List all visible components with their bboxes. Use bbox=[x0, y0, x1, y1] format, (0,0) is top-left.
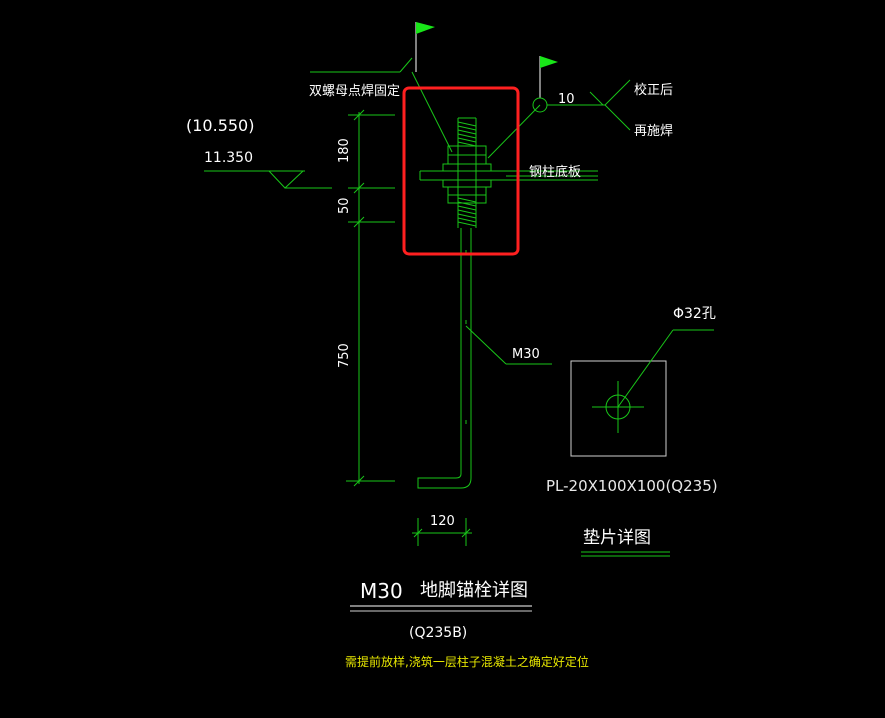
main-title-underline bbox=[350, 605, 532, 612]
main-title-text: 地脚锚栓详图 bbox=[420, 580, 528, 601]
flag-icon bbox=[415, 22, 435, 72]
bolt-spec-leader bbox=[465, 325, 552, 365]
base-plate-label: 钢柱底板 bbox=[529, 164, 581, 180]
hole-spec-label: Φ32孔 bbox=[673, 306, 716, 322]
bolt-spec-label: M30 bbox=[512, 347, 540, 362]
flag-icon bbox=[539, 56, 558, 98]
material-label: (Q235B) bbox=[409, 625, 467, 641]
elevation-symbol bbox=[204, 170, 332, 189]
then-weld-label: 再施焊 bbox=[634, 123, 673, 139]
washer-plate bbox=[570, 360, 667, 457]
washer-detail-title: 垫片详图 bbox=[583, 528, 651, 548]
dimension-50: 50 bbox=[337, 197, 352, 214]
vertical-dimension bbox=[346, 109, 395, 487]
double-nut-label: 双螺母点焊固定 bbox=[309, 83, 400, 99]
main-title-code: M30 bbox=[360, 579, 403, 603]
dimension-180: 180 bbox=[337, 138, 352, 163]
elevation-value: 11.350 bbox=[204, 150, 253, 166]
dimension-120: 120 bbox=[430, 514, 455, 529]
double-nut-leader bbox=[310, 57, 453, 153]
construction-note: 需提前放样,浇筑一层柱子混凝土之确定好定位 bbox=[345, 654, 589, 669]
weld-symbol bbox=[487, 79, 631, 159]
dimension-750: 750 bbox=[337, 343, 352, 368]
bolt-thread bbox=[457, 121, 477, 227]
washer-title-underline bbox=[581, 551, 670, 557]
washer-hole bbox=[592, 329, 714, 433]
after-correct-label: 校正后 bbox=[634, 82, 673, 98]
highlight-box bbox=[402, 86, 520, 256]
width-dimension bbox=[412, 518, 472, 546]
plate-spec-label: PL-20X100X100(Q235) bbox=[546, 477, 718, 495]
weld-size-label: 10 bbox=[558, 92, 575, 107]
elevation-paren: (10.550) bbox=[186, 116, 254, 135]
anchor-bolt bbox=[417, 117, 598, 489]
